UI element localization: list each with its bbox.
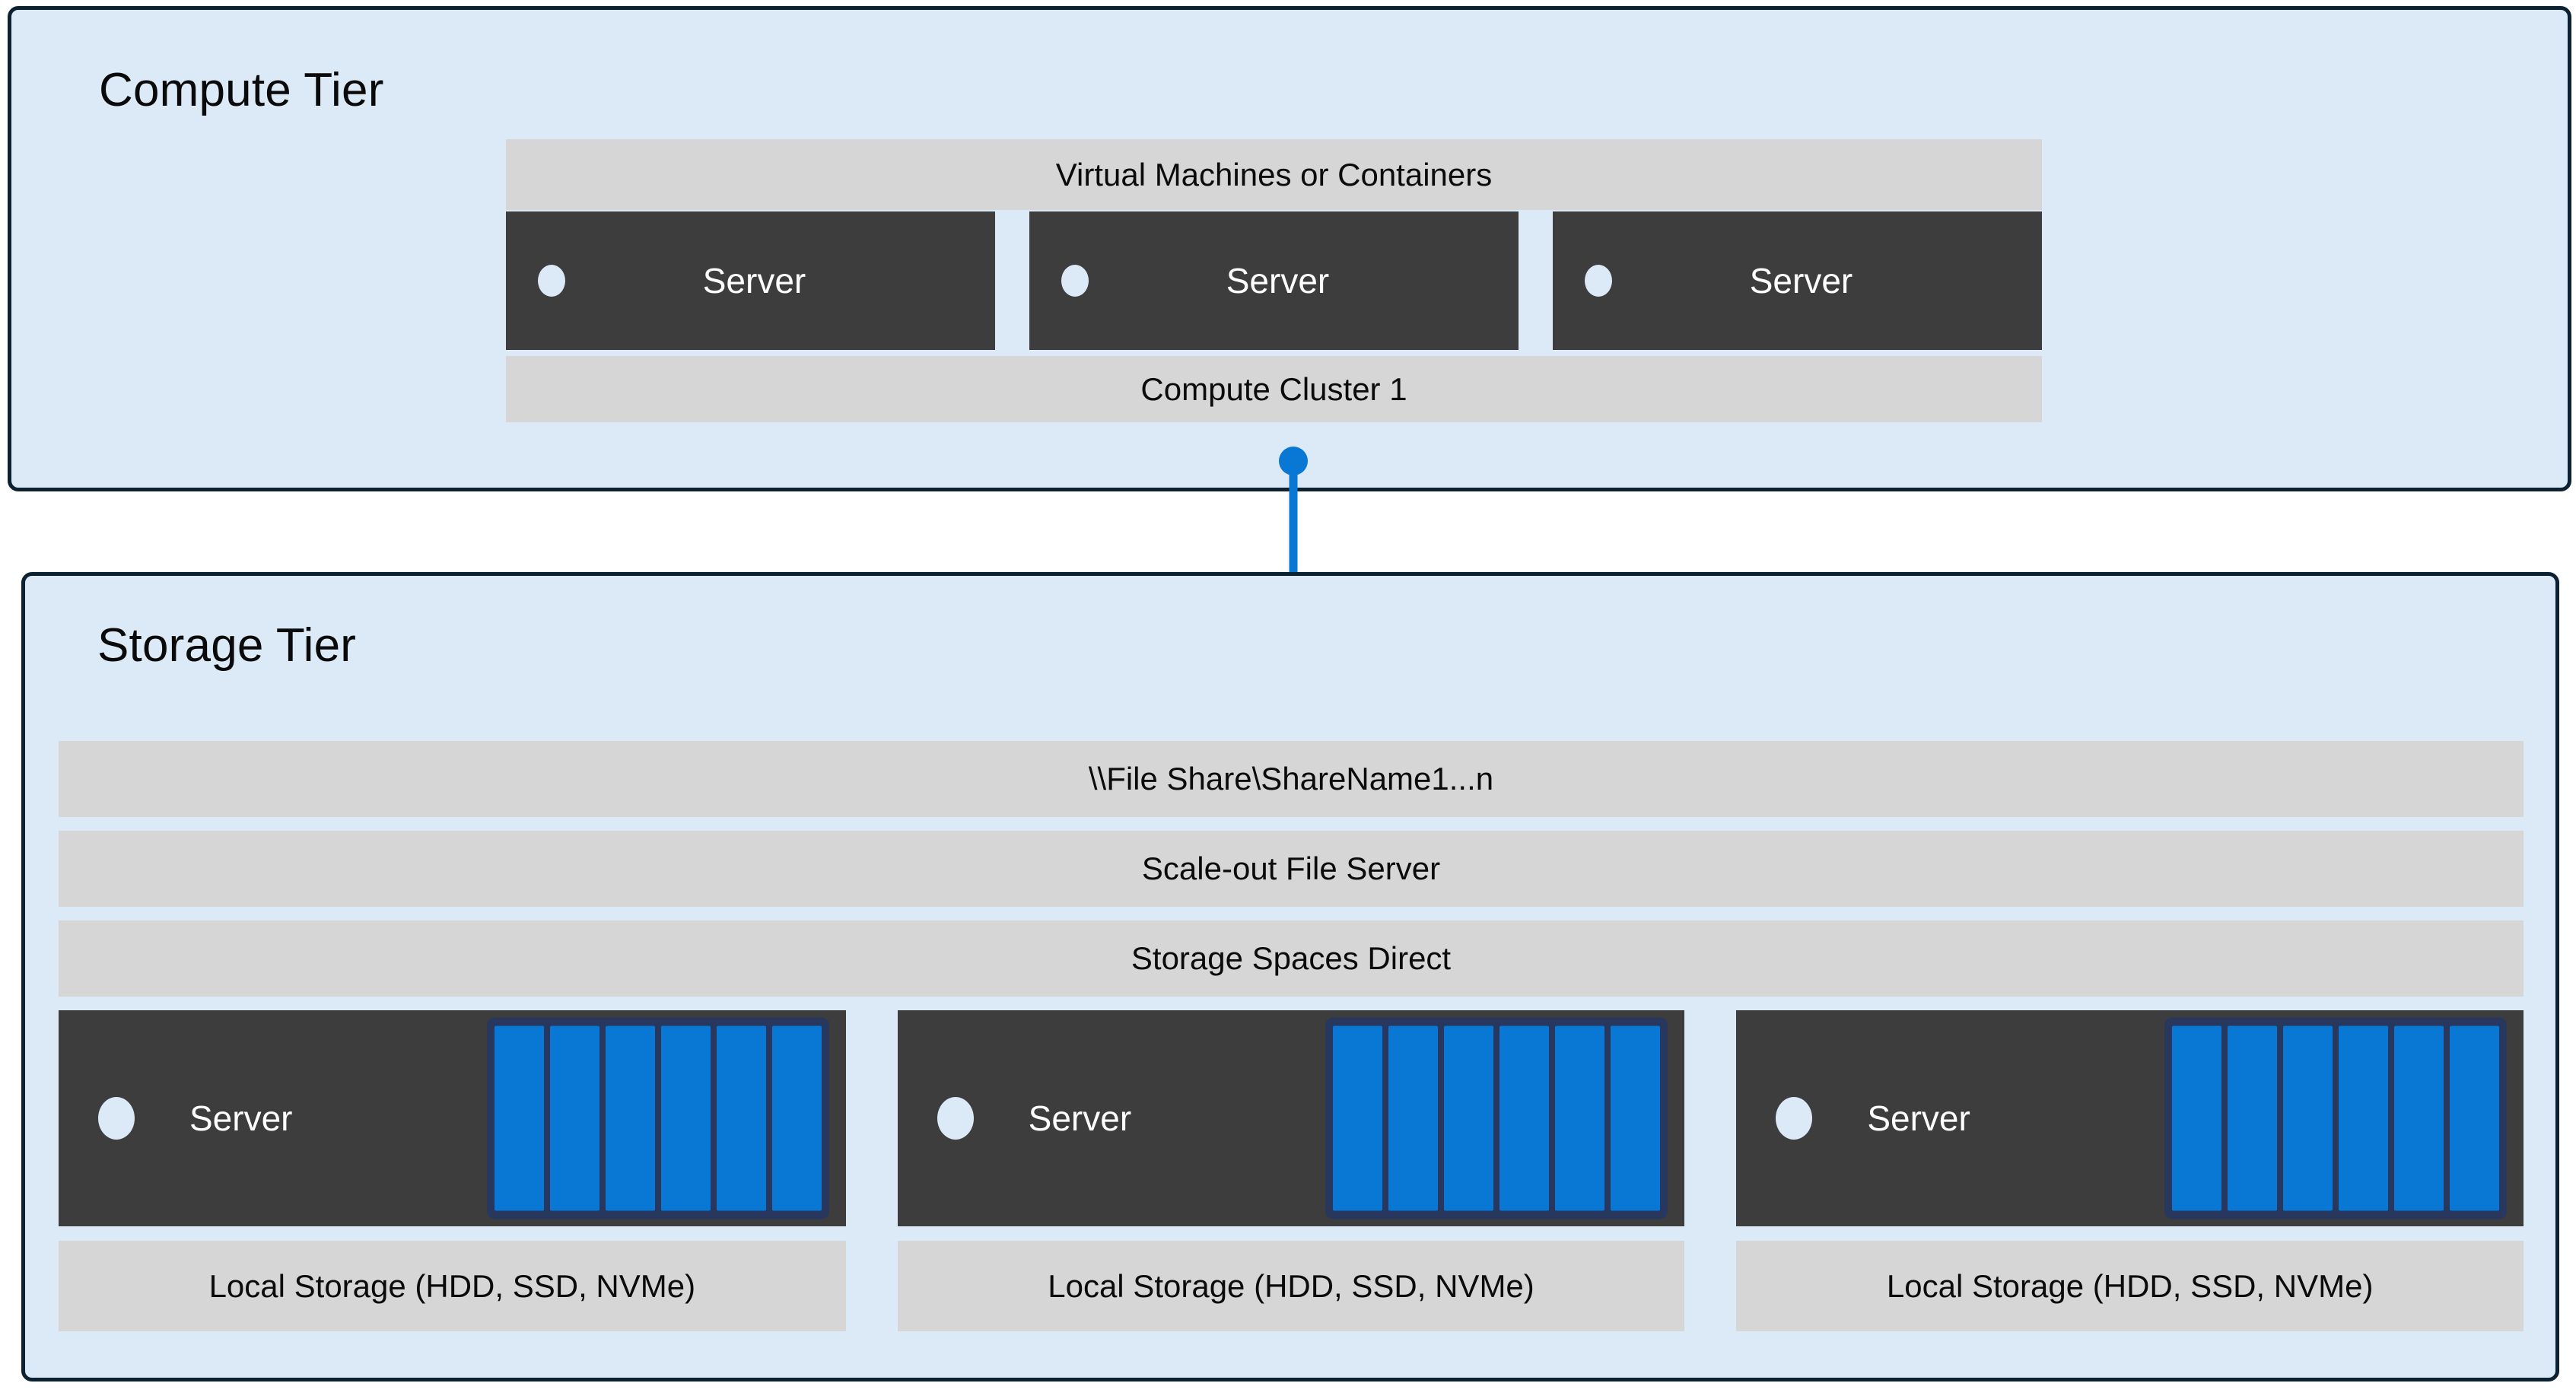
disk-bay-1 <box>486 1017 829 1219</box>
status-led-icon <box>937 1097 974 1140</box>
disk-icon <box>2394 1025 2444 1211</box>
disk-icon <box>660 1025 711 1211</box>
storage-node-3: Server Local Storage (HDD, SSD, NVMe) <box>1736 1010 2524 1331</box>
status-led-icon <box>1585 265 1612 297</box>
storage-server-3-label: Server <box>1867 1099 1970 1138</box>
disk-icon <box>1555 1025 1605 1211</box>
disk-icon <box>1388 1025 1439 1211</box>
disk-icon <box>1444 1025 1494 1211</box>
disk-icon <box>716 1025 766 1211</box>
disk-icon <box>1611 1025 1661 1211</box>
disk-icon <box>2339 1025 2389 1211</box>
disk-bay-3 <box>2164 1017 2508 1219</box>
status-led-icon <box>538 265 565 297</box>
local-storage-band-2: Local Storage (HDD, SSD, NVMe) <box>897 1241 1685 1331</box>
disk-icon <box>2172 1025 2222 1211</box>
storage-node-row: Server Local Storage (HDD, SSD, NVMe) Se… <box>59 1010 2524 1331</box>
storage-node-1: Server Local Storage (HDD, SSD, NVMe) <box>59 1010 846 1331</box>
scale-out-file-server-band-label: Scale-out File Server <box>1141 851 1441 886</box>
storage-tier-title: Storage Tier <box>97 619 357 672</box>
disk-icon <box>494 1025 544 1211</box>
compute-server-3[interactable]: Server <box>1553 211 2042 350</box>
local-storage-band-3-label: Local Storage (HDD, SSD, NVMe) <box>1886 1267 2374 1304</box>
scale-out-file-server-band: Scale-out File Server <box>59 831 2524 907</box>
disk-bay-2 <box>1325 1017 1668 1219</box>
storage-server-2-label: Server <box>1028 1099 1132 1138</box>
storage-server-1-label: Server <box>189 1099 293 1138</box>
compute-server-2[interactable]: Server <box>1029 211 1519 350</box>
storage-node-2: Server Local Storage (HDD, SSD, NVMe) <box>897 1010 1685 1331</box>
storage-server-2[interactable]: Server <box>897 1010 1685 1226</box>
status-led-icon <box>98 1097 135 1140</box>
compute-server-1[interactable]: Server <box>506 211 995 350</box>
file-share-band: \\File Share\ShareName1...n <box>59 741 2524 817</box>
compute-server-3-label: Server <box>1749 261 1853 300</box>
disk-icon <box>1499 1025 1550 1211</box>
virtual-machines-band: Virtual Machines or Containers <box>506 139 2042 210</box>
local-storage-band-3: Local Storage (HDD, SSD, NVMe) <box>1736 1241 2524 1331</box>
storage-spaces-direct-band: Storage Spaces Direct <box>59 920 2524 997</box>
virtual-machines-band-label: Virtual Machines or Containers <box>1055 156 1493 192</box>
disk-icon <box>771 1025 822 1211</box>
storage-server-3[interactable]: Server <box>1736 1010 2524 1226</box>
local-storage-band-2-label: Local Storage (HDD, SSD, NVMe) <box>1048 1267 1534 1304</box>
storage-server-1[interactable]: Server <box>59 1010 846 1226</box>
disk-icon <box>2450 1025 2500 1211</box>
compute-tier-title: Compute Tier <box>99 64 384 116</box>
compute-cluster-band: Compute Cluster 1 <box>506 356 2042 422</box>
disk-icon <box>2228 1025 2278 1211</box>
file-share-band-label: \\File Share\ShareName1...n <box>1088 761 1494 796</box>
compute-cluster-band-label: Compute Cluster 1 <box>1140 370 1407 407</box>
disk-icon <box>549 1025 599 1211</box>
disk-icon <box>2283 1025 2333 1211</box>
disk-icon <box>605 1025 655 1211</box>
compute-server-1-label: Server <box>702 261 806 300</box>
compute-server-row: Server Server Server <box>506 211 2042 350</box>
status-led-icon <box>1776 1097 1813 1140</box>
disk-icon <box>1333 1025 1383 1211</box>
status-led-icon <box>1061 265 1089 297</box>
compute-server-2-label: Server <box>1226 261 1330 300</box>
storage-spaces-direct-band-label: Storage Spaces Direct <box>1131 940 1452 976</box>
local-storage-band-1: Local Storage (HDD, SSD, NVMe) <box>59 1241 846 1331</box>
local-storage-band-1-label: Local Storage (HDD, SSD, NVMe) <box>208 1267 696 1304</box>
